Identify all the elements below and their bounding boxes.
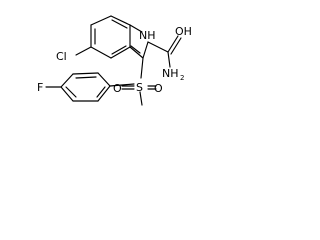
- amide-nitrogen-label: NH: [162, 67, 179, 80]
- fluorophenyl-ring: [60, 72, 111, 102]
- molecule-structure-diagram: Cl NH OH NH 2 S O O F: [37, 15, 192, 106]
- carboxamide-group: [147, 35, 182, 68]
- chlorine-label: Cl: [56, 50, 67, 63]
- indole-pyrrole-ring: [129, 24, 149, 59]
- indole-benzene-ring: [90, 15, 131, 59]
- chlorine-bond: [75, 46, 92, 56]
- sulfonyl-group: [109, 57, 157, 106]
- sulfonyl-oxygen-left-label: O: [113, 82, 122, 95]
- fluorine-label: F: [37, 81, 43, 94]
- carbonyl-oxygen-label: OH: [175, 25, 192, 38]
- sulfonyl-oxygen-right-label: O: [154, 82, 163, 95]
- indole-nh-label: NH: [139, 29, 156, 42]
- amide-h2-subscript: 2: [180, 74, 184, 82]
- sulfur-label: S: [136, 81, 143, 94]
